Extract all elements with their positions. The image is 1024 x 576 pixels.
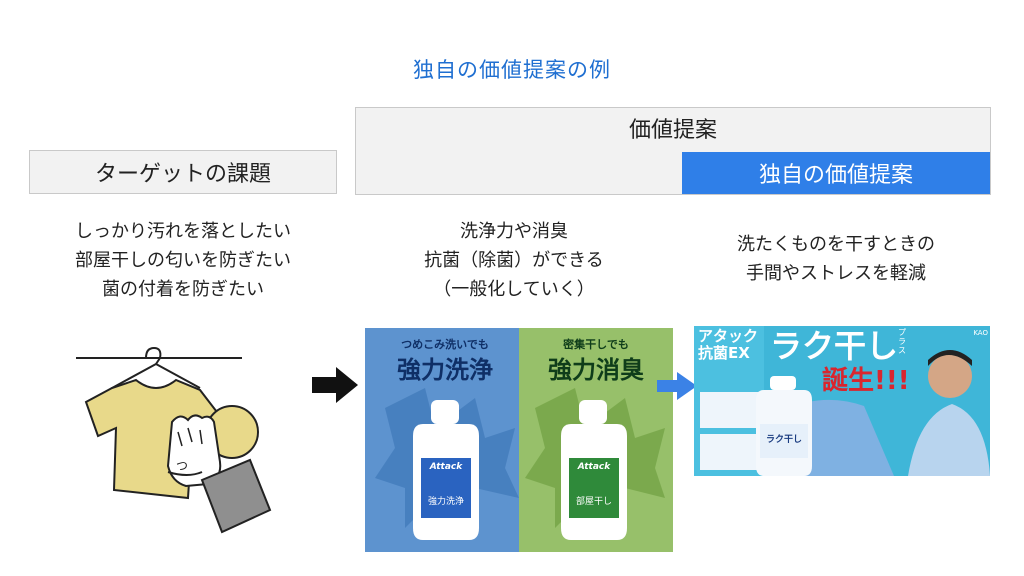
right-arrow-icon	[312, 365, 358, 409]
target-issue-line: しっかり汚れを落としたい	[75, 221, 291, 242]
ad2-headline-suffix: プラス	[898, 328, 906, 355]
ad1-left-label: 強力洗浄	[427, 497, 464, 507]
right-arrow-blue-icon	[657, 371, 697, 405]
shirt-on-hanger-illustration: つ	[72, 340, 272, 540]
ad1-left-headline: 強力洗浄	[397, 356, 493, 384]
header-target-issues: ターゲットの課題	[29, 150, 337, 194]
ad1-right-label: 部屋干し	[575, 497, 612, 507]
target-issue-line: 菌の付着を防ぎたい	[102, 279, 264, 300]
svg-text:つ: つ	[176, 459, 188, 473]
ad1-right-caption: 密集干しでも	[563, 338, 629, 351]
ad2-bottle-label: ラク干し	[765, 435, 802, 445]
value-line: 抗菌（除菌）ができる	[424, 250, 604, 271]
target-issue-line: 部屋干しの匂いを防ぎたい	[75, 250, 291, 271]
ad2-brand-line2: 抗菌EX	[698, 344, 750, 362]
value-proposition-text: 洗浄力や消臭 抗菌（除菌）ができる （一般化していく）	[355, 217, 673, 304]
ad1-right-headline: 強力消臭	[548, 356, 644, 384]
unique-line: 洗たくものを干すときの	[737, 234, 935, 255]
ad2-tagline: 誕生!!!	[822, 366, 910, 396]
header-value-proposition: 価値提案	[628, 118, 717, 143]
ad2-brand-line1: アタック	[698, 327, 759, 345]
ad1-left-brand: Attack	[429, 462, 463, 472]
product-ad-cleaning-deodorizing: つめこみ洗いでも 強力洗浄 密集干しでも 強力消臭 Attack 強力洗浄 At…	[365, 328, 673, 552]
ad2-corner-logo: KAO	[973, 329, 988, 337]
unique-line: 手間やストレスを軽減	[746, 263, 926, 284]
value-line: （一般化していく）	[433, 279, 595, 300]
product-ad-raku-hoshi: アタック 抗菌EX ラク干し プラス 誕生!!! KAO ラク干し	[694, 326, 990, 476]
ad2-headline: ラク干し	[770, 327, 899, 365]
header-unique-value-proposition: 独自の価値提案	[682, 152, 990, 194]
unique-value-text: 洗たくものを干すときの 手間やストレスを軽減	[682, 230, 990, 288]
page-title: 独自の価値提案の例	[413, 58, 611, 82]
target-issues-text: しっかり汚れを落としたい 部屋干しの匂いを防ぎたい 菌の付着を防ぎたい	[29, 217, 337, 304]
ad1-right-brand: Attack	[577, 462, 611, 472]
ad1-left-caption: つめこみ洗いでも	[401, 338, 489, 351]
value-line: 洗浄力や消臭	[460, 221, 568, 242]
